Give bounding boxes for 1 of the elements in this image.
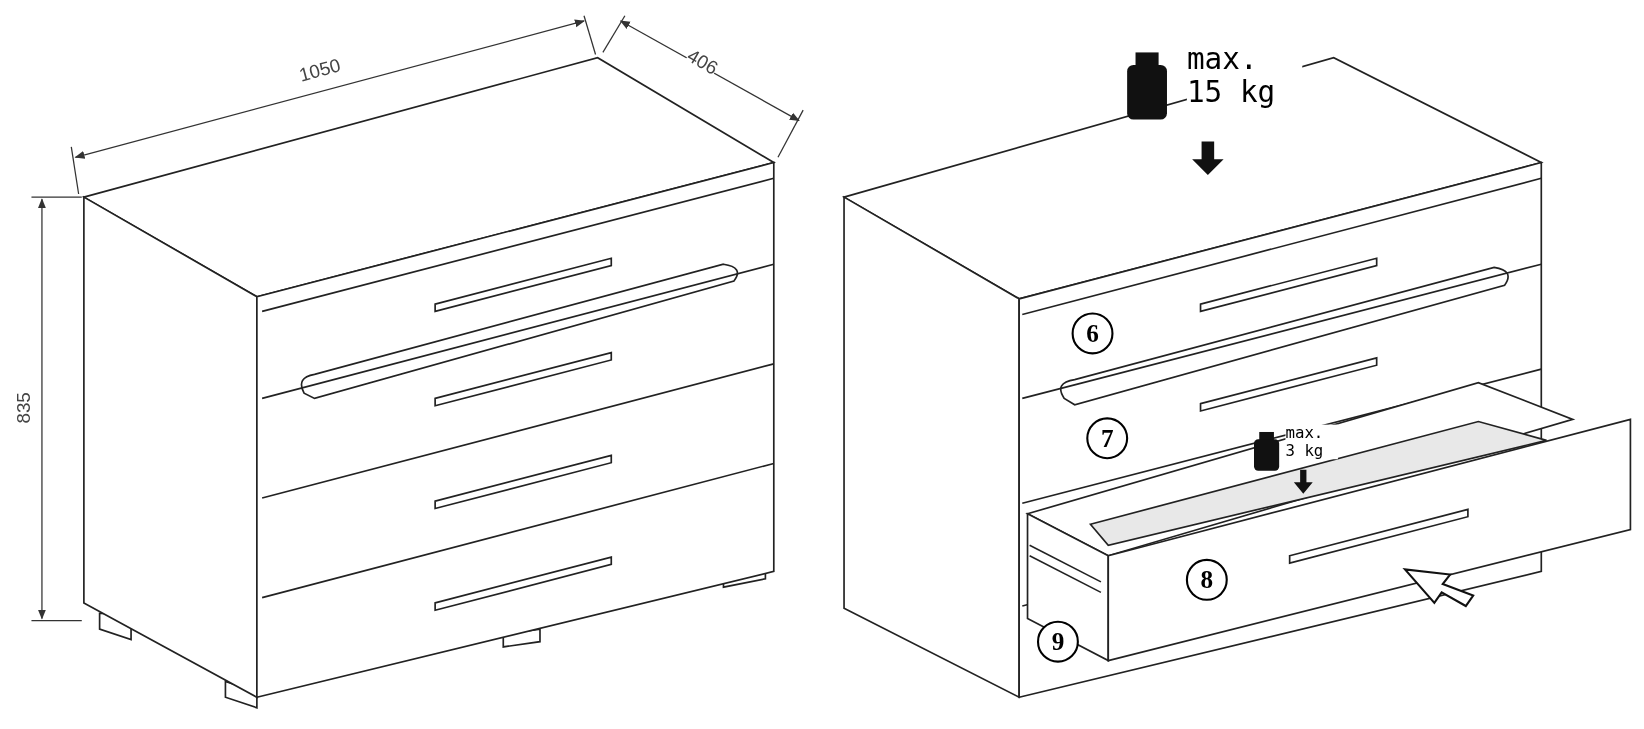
load-limit-label: max. 3 kg — [1285, 424, 1338, 460]
